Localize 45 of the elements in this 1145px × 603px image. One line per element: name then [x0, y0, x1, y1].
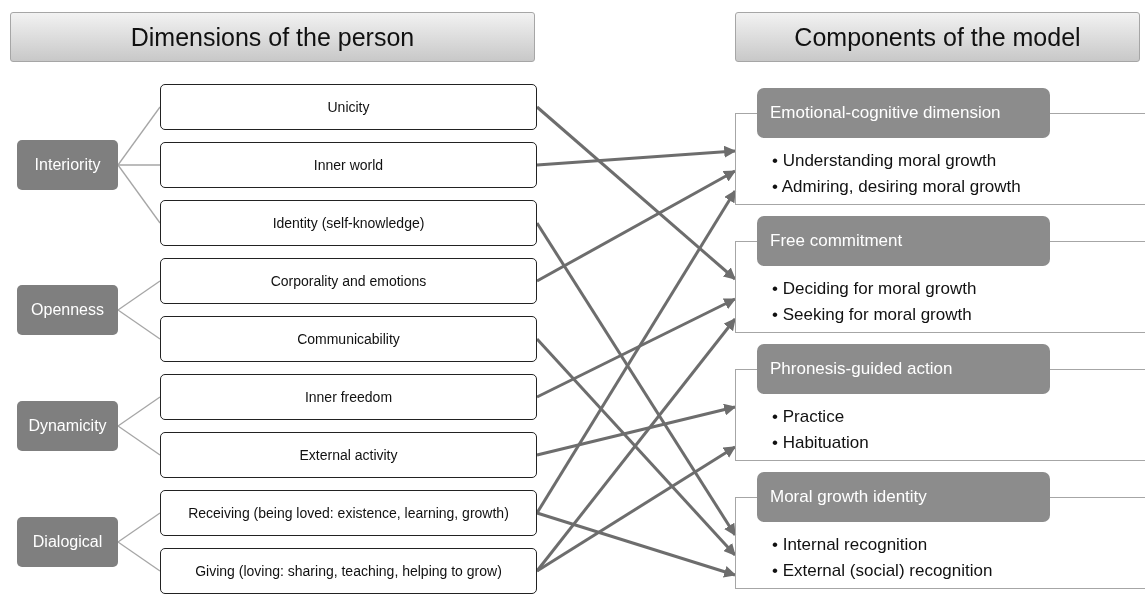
bullet-item: • External (social) recognition [772, 560, 993, 582]
panel-heading: Moral growth identity [757, 472, 1050, 522]
section-header: Dimensions of the person [10, 12, 535, 62]
arrow [536, 145, 737, 167]
arrow [536, 169, 737, 283]
connector-line [117, 512, 161, 543]
category-box: Dialogical [17, 517, 118, 567]
arrow [535, 190, 737, 514]
arrow [536, 297, 737, 399]
arrow [536, 445, 736, 573]
connector-line [117, 280, 161, 311]
bullet-item: • Admiring, desiring moral growth [772, 176, 1021, 198]
category-box: Dynamicity [17, 401, 118, 451]
dimension-box: Inner world [160, 142, 537, 188]
category-box: Interiority [17, 140, 118, 190]
arrow [536, 511, 737, 578]
connector-line [117, 309, 161, 340]
dimension-box: Unicity [160, 84, 537, 130]
bullet-item: • Understanding moral growth [772, 150, 998, 172]
dimension-box: Inner freedom [160, 374, 537, 420]
dimension-box: Communicability [160, 316, 537, 362]
bullet-item: • Deciding for moral growth [772, 278, 977, 300]
connector-line [117, 396, 161, 427]
connector-line [117, 425, 161, 456]
connector-line [117, 164, 161, 166]
dimension-box: Receiving (being loved: existence, learning, growth) [160, 490, 537, 536]
section-header: Components of the model [735, 12, 1140, 62]
panel-heading: Emotional-cognitive dimension [757, 88, 1050, 138]
arrow [535, 222, 737, 536]
panel-heading: Phronesis-guided action [757, 344, 1050, 394]
bullet-item: • Practice [772, 406, 846, 428]
arrow [536, 105, 736, 281]
connector-line [117, 541, 161, 572]
bullet-item: • Habituation [772, 432, 869, 454]
arrow [536, 403, 737, 457]
connector-line [117, 106, 161, 166]
dimension-box: Identity (self-knowledge) [160, 200, 537, 246]
dimension-box: Giving (loving: sharing, teaching, helping to grow) [160, 548, 537, 594]
panel-heading: Free commitment [757, 216, 1050, 266]
category-box: Openness [17, 285, 118, 335]
connector-line [117, 164, 161, 224]
dimension-box: Corporality and emotions [160, 258, 537, 304]
bullet-item: • Internal recognition [772, 534, 929, 556]
bullet-item: • Seeking for moral growth [772, 304, 973, 326]
dimension-box: External activity [160, 432, 537, 478]
